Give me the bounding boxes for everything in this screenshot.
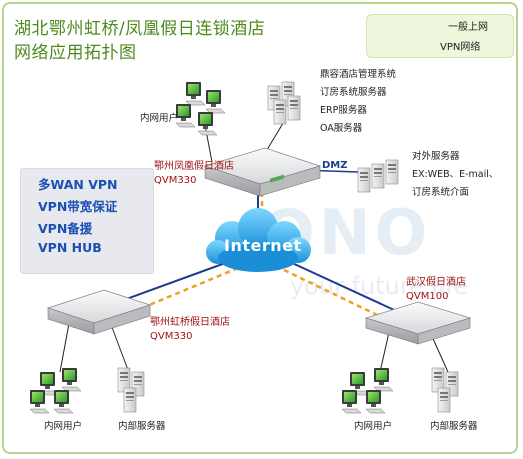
dmz-server-label-3: 订房系统介面 (412, 187, 470, 198)
internet-label: Internet (224, 236, 302, 255)
link-right-lan (379, 327, 391, 373)
legend-solid-label: 一般上网 (448, 22, 488, 33)
hq-server-1: 鼎容酒店管理系统 (320, 69, 397, 80)
legend-dashed-label: VPN网络 (440, 42, 481, 53)
legend (366, 14, 514, 58)
hq-site-model: QVM330 (154, 175, 197, 186)
dmz-servers (357, 159, 399, 193)
right-site-model: QVM100 (406, 291, 449, 302)
hq-site-name: 鄂州凤凰假日酒店 (154, 161, 234, 172)
right-servers-label: 内部服务器 (430, 421, 478, 432)
left-lan-pcs (29, 367, 82, 414)
left-site-name: 鄂州虹桥假日酒店 (150, 317, 230, 328)
link-left-internet (109, 261, 229, 306)
right-site-name: 武汉假日酒店 (406, 277, 466, 288)
left-servers-label: 内部服务器 (118, 421, 166, 432)
hq-server-2: 订房系统服务器 (320, 87, 387, 98)
hq-lan-pcs (175, 81, 226, 136)
left-site-model: QVM330 (150, 331, 193, 342)
diagram-frame (2, 2, 518, 454)
dmz-server-label-2: EX:WEB、E-mail、 (412, 169, 499, 180)
vpn-right (283, 268, 401, 328)
router-right (364, 301, 472, 345)
link-left-servers (109, 321, 129, 371)
right-lan-pcs (341, 367, 394, 414)
right-servers (431, 367, 459, 413)
hq-lan-label: 内网用户 (140, 113, 179, 124)
diagram-subtitle: 网络应用拓扑图 (14, 43, 137, 63)
diagram-title: 湖北鄂州虹桥/凤凰假日连锁酒店 (14, 19, 266, 39)
internet-cloud (206, 208, 311, 272)
left-lan-label: 内网用户 (44, 421, 83, 432)
link-right-internet (289, 261, 406, 316)
feature-multiwan: 多WAN VPN (38, 177, 118, 192)
link-left-lan (59, 317, 71, 373)
features-box (20, 168, 154, 274)
left-servers (117, 367, 145, 413)
router-hq (203, 147, 322, 197)
right-lan-label: 内网用户 (354, 421, 393, 432)
feature-hub: VPN HUB (38, 240, 102, 255)
dmz-label: DMZ (322, 160, 348, 171)
feature-failover: VPN备援 (38, 221, 93, 236)
hq-servers (267, 81, 301, 125)
hq-server-4: OA服务器 (320, 123, 363, 134)
router-left (46, 289, 152, 335)
hq-server-3: ERP服务器 (320, 105, 367, 116)
dmz-server-label-1: 对外服务器 (412, 151, 460, 162)
feature-bandwidth: VPN带宽保证 (38, 199, 118, 214)
link-hq-lan (204, 124, 213, 163)
